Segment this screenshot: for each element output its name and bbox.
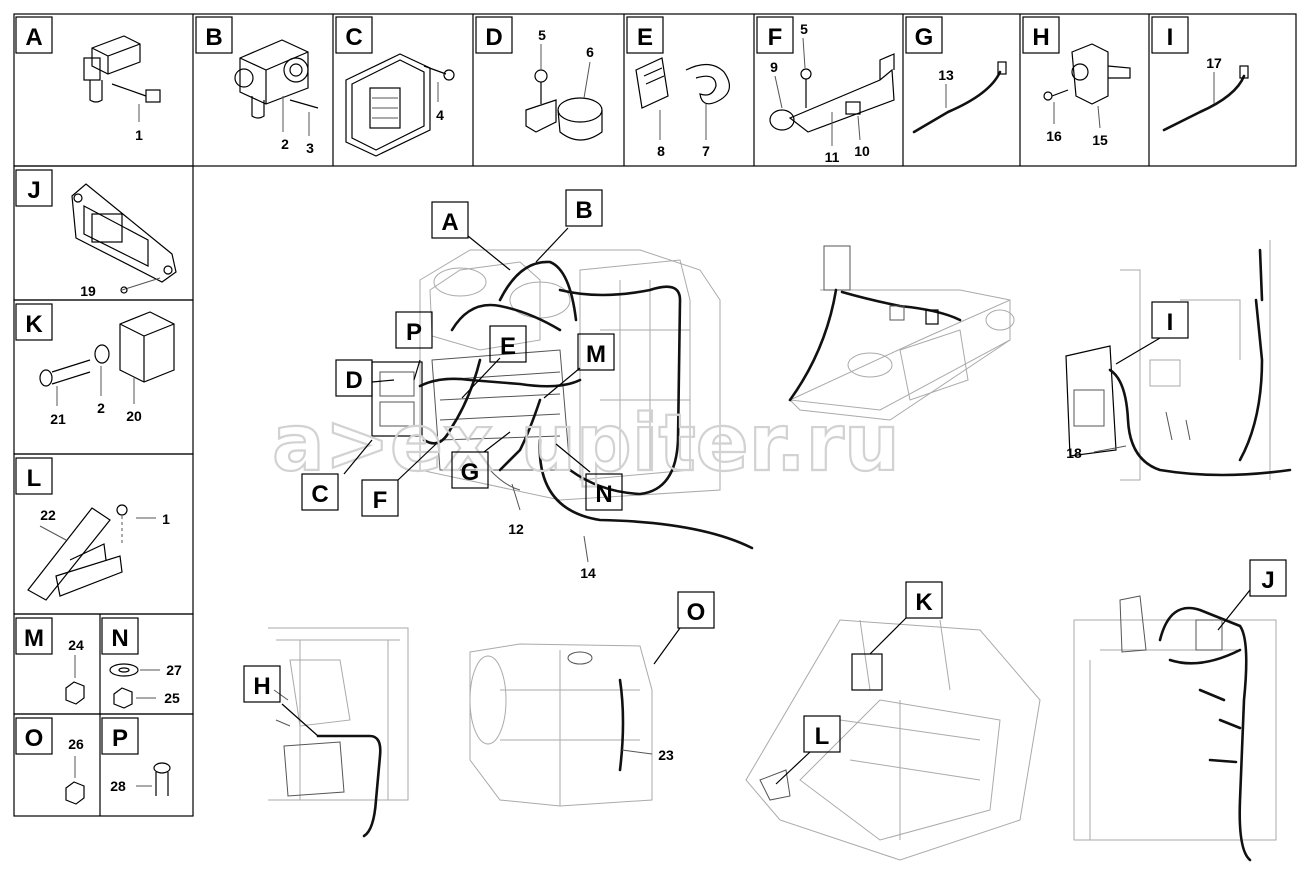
panel-g-letter: G — [915, 24, 934, 51]
part-number-14: 14 — [580, 565, 596, 581]
panel-f-letter: F — [768, 24, 783, 51]
callout-p: P — [406, 319, 422, 346]
panel-p-part-28: 28 — [110, 778, 126, 794]
panel-d-letter: D — [485, 24, 502, 51]
panel-a-sensor-drawing — [83, 35, 161, 122]
cab-interior-harness-drawing — [1073, 595, 1277, 862]
panel-l-letter: L — [27, 465, 42, 492]
panel-i-lead-drawing — [1162, 65, 1249, 132]
callout-m: M — [586, 341, 606, 368]
panel-n-letter: N — [111, 625, 128, 652]
panel-b-letter: B — [205, 24, 222, 51]
panel-h-block-drawing — [1043, 43, 1131, 129]
panel-o-part-26: 26 — [68, 736, 84, 752]
panel-f-part-10: 10 — [854, 143, 870, 159]
panel-n-washer-nut-drawing — [109, 663, 160, 709]
panel-d-part-6: 6 — [586, 44, 594, 60]
part-number-12: 12 — [508, 521, 524, 537]
panel-j-letter: J — [27, 177, 40, 204]
panel-n-part-25: 25 — [164, 690, 180, 706]
part-number-18: 18 — [1066, 445, 1082, 461]
panel-m-letter: M — [24, 625, 44, 652]
callout-f: F — [373, 487, 388, 514]
panel-i-part-17: 17 — [1206, 55, 1222, 71]
panel-b-part-3: 3 — [306, 140, 314, 156]
cab-floor-view-drawing — [788, 245, 1015, 421]
panel-n-part-27: 27 — [166, 662, 182, 678]
right-ecu-installation-drawing — [1065, 240, 1292, 481]
panel-p-letter: P — [112, 725, 128, 752]
panel-k-part-20: 20 — [126, 408, 142, 424]
callout-o: O — [687, 599, 706, 626]
panel-a-part-1: 1 — [135, 127, 143, 143]
panel-j-module-drawing — [71, 183, 177, 294]
callout-h: H — [253, 673, 270, 700]
panel-c-part-4: 4 — [436, 107, 444, 123]
panel-h-part-16: 16 — [1046, 128, 1062, 144]
panel-k-part-2: 2 — [97, 400, 105, 416]
panel-d-clamp-drawing — [525, 44, 603, 141]
panel-p-bolt-drawing — [136, 762, 171, 796]
panel-e-letter: E — [637, 24, 653, 51]
callout-leader-lines — [281, 227, 1251, 785]
panel-a-letter: A — [25, 24, 42, 51]
callout-boxes — [243, 189, 1287, 753]
engine-assembly-drawing — [371, 249, 721, 501]
callout-n: N — [595, 481, 612, 508]
transmission-view-drawing — [469, 643, 653, 807]
panel-m-nut-drawing — [65, 655, 85, 705]
panel-c-control-unit-drawing — [345, 53, 455, 157]
detail-panel-frames — [13, 13, 1297, 817]
callout-a: A — [441, 209, 458, 236]
panel-c-letter: C — [345, 24, 362, 51]
callout-i: I — [1167, 309, 1174, 336]
callout-g: G — [461, 459, 480, 486]
cab-floor-pedal-view-drawing — [745, 619, 1041, 861]
panel-g-part-13: 13 — [938, 67, 954, 83]
callout-d: D — [345, 367, 362, 394]
panel-o-letter: O — [25, 725, 44, 752]
panel-b-part-2: 2 — [281, 136, 289, 152]
panel-e-part-7: 7 — [702, 143, 710, 159]
panel-letter-boxes — [15, 16, 1189, 755]
panel-m-part-24: 24 — [68, 637, 84, 653]
panel-o-nut-drawing — [65, 756, 85, 805]
panel-h-letter: H — [1032, 24, 1049, 51]
panel-f-part-9: 9 — [770, 59, 778, 75]
panel-h-part-15: 15 — [1092, 132, 1108, 148]
panel-d-part-5: 5 — [538, 27, 546, 43]
panel-f-bracket-drawing — [769, 37, 895, 146]
rear-frame-view-drawing — [268, 627, 409, 838]
panel-k-part-21: 21 — [50, 411, 66, 427]
panel-b-sensor-drawing — [234, 39, 319, 136]
panel-i-letter: I — [1167, 24, 1174, 51]
callout-c: C — [311, 481, 328, 508]
panel-l-part-22: 22 — [40, 507, 56, 523]
panel-e-part-8: 8 — [657, 143, 665, 159]
panel-j-part-19: 19 — [80, 283, 96, 299]
panel-g-lead-drawing — [912, 61, 1007, 134]
engine-harness-wires — [418, 260, 754, 550]
panel-l-pedal-drawing — [27, 504, 156, 601]
part-number-23: 23 — [658, 747, 674, 763]
panel-l-part-1: 1 — [162, 511, 170, 527]
callout-k: K — [915, 589, 933, 616]
callout-b: B — [575, 197, 592, 224]
callout-e: E — [500, 333, 516, 360]
panel-k-bracket-drawing — [39, 311, 175, 406]
panel-k-letter: K — [25, 311, 43, 338]
callout-l: L — [815, 723, 830, 750]
panel-f-part-11: 11 — [825, 149, 840, 165]
panel-f-part-5: 5 — [800, 21, 808, 37]
callout-j: J — [1261, 567, 1274, 594]
panel-e-strap-drawing — [635, 57, 731, 140]
